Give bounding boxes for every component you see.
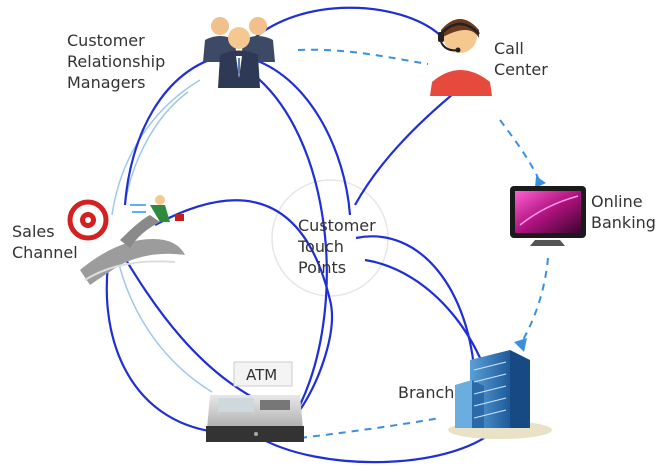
office-building-icon	[448, 350, 552, 439]
link-call-center	[354, 79, 471, 206]
link-center-branch	[355, 235, 477, 381]
dashed-link-crm-call	[297, 48, 429, 65]
online-banking-label: Online Banking	[591, 192, 656, 232]
dashed-link-online-branch	[519, 257, 549, 346]
atm-label: ATM	[246, 366, 278, 384]
dashed-link-call-online	[499, 119, 541, 183]
link-crm-sales	[123, 53, 226, 206]
dashed-links	[297, 48, 549, 439]
arrowhead-branch	[514, 338, 527, 352]
link-crm-atm	[239, 64, 328, 406]
monitor-icon	[510, 186, 586, 246]
sales-channel-label: Sales Channel	[12, 222, 78, 262]
link-crm-center	[254, 58, 352, 216]
link-atm-branch-bottom	[254, 424, 501, 464]
people-group-icon	[203, 17, 275, 88]
branch-label: Branch	[398, 383, 455, 402]
call-center-label: Call Center	[494, 39, 548, 79]
link-crm-call-arc	[249, 6, 441, 43]
arrowhead-online	[535, 176, 546, 188]
faint-link-sales-atm	[117, 259, 213, 393]
target-road-icon	[67, 195, 185, 285]
link-sales-atm-outer	[105, 264, 216, 434]
dashed-link-atm-branch	[299, 417, 441, 439]
dashed-arrowheads	[514, 176, 546, 352]
crm-label: Customer Relationship Managers	[67, 31, 166, 92]
headset-operator-icon	[430, 19, 492, 96]
link-sales-center	[154, 199, 334, 411]
atm-machine-icon	[206, 361, 304, 442]
center-label: Customer Touch Points	[298, 216, 376, 277]
